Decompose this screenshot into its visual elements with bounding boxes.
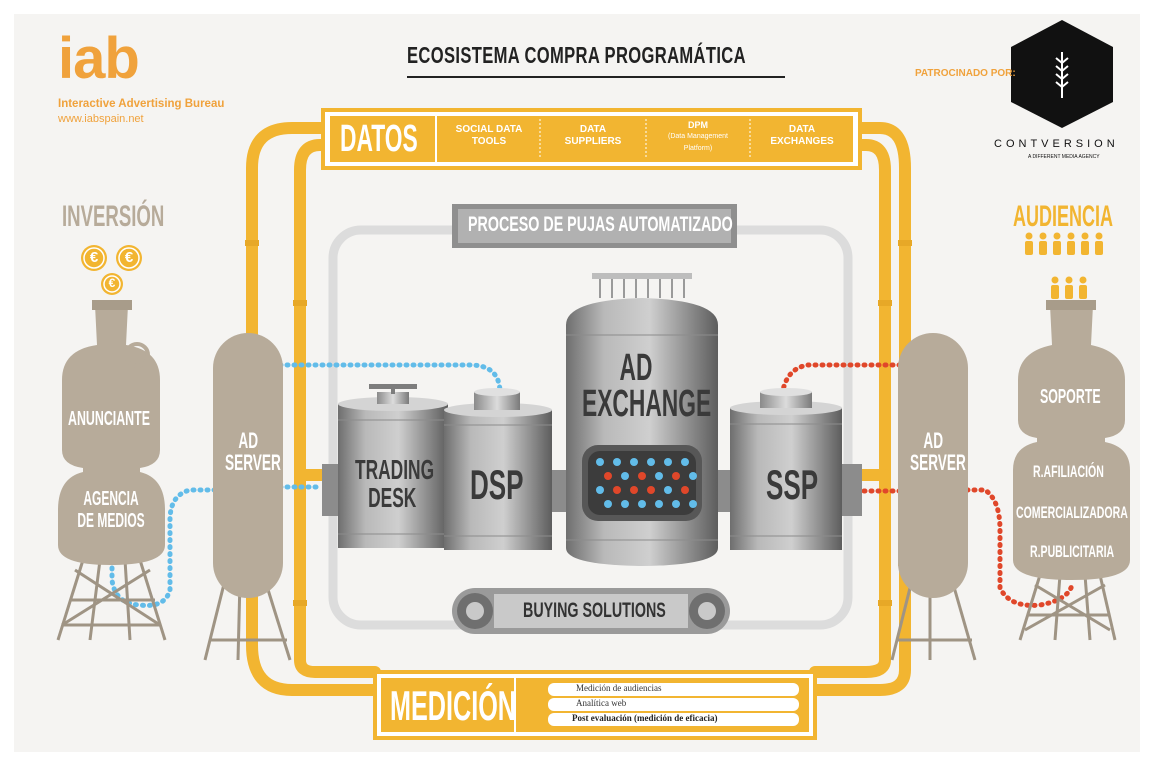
- dsp-label: DSP: [470, 461, 524, 508]
- audience-people-icons: [1025, 232, 1103, 299]
- medicion-item-audiencias: Medición de audiencias: [576, 683, 662, 693]
- proceso-label: PROCESO DE PUJAS AUTOMATIZADO: [468, 213, 733, 236]
- euro-coin-1: €: [89, 249, 99, 266]
- iab-url[interactable]: www.iabspain.net: [58, 113, 144, 125]
- sponsor-name: CONTVERSION: [994, 138, 1119, 150]
- title-underline: [407, 76, 785, 78]
- ssp-label: SSP: [766, 461, 819, 508]
- dsp-tank: [444, 388, 552, 550]
- euro-coin-2: €: [124, 249, 134, 266]
- inversion-label: INVERSIÓN: [62, 200, 165, 233]
- blue-flow-lines: [109, 362, 503, 608]
- right-adserver-tank: [890, 333, 977, 661]
- sponsor-tagline: A DIFFERENT MEDIA AGENCY: [1028, 154, 1100, 160]
- medicion-item-post-evaluacion: Post evaluación (medición de eficacia): [572, 713, 718, 723]
- medicion-label: MEDICIÓN: [390, 682, 516, 729]
- soporte-label: SOPORTE: [1040, 386, 1101, 408]
- iab-logo: iab: [58, 26, 140, 91]
- contversion-logo: [1011, 20, 1113, 128]
- red-flow-lines: [780, 362, 1075, 608]
- audiencia-tank: [1013, 300, 1130, 641]
- comercializadora-label: COMERCIALIZADORA: [1016, 503, 1128, 522]
- inversion-tank: [56, 300, 167, 641]
- sponsor-label: PATROCINADO POR:: [915, 68, 1016, 79]
- r-publicitaria-label: R.PUBLICITARIA: [1030, 542, 1115, 561]
- medicion-item-analitica: Analítica web: [576, 698, 627, 708]
- trading-desk-tank: [338, 384, 448, 548]
- r-afiliacion-label: R.AFILIACIÓN: [1033, 462, 1104, 481]
- left-adserver-tank: [203, 333, 292, 661]
- euro-coin-3: €: [108, 276, 116, 290]
- buying-solutions-label: BUYING SOLUTIONS: [523, 599, 666, 622]
- page-title: ECOSISTEMA COMPRA PROGRAMÁTICA: [407, 42, 746, 68]
- audiencia-label: AUDIENCIA: [1013, 200, 1114, 233]
- iab-full-name: Interactive Advertising Bureau: [58, 98, 225, 110]
- ad-exchange-tank: [566, 273, 718, 566]
- anunciante-label: ANUNCIANTE: [68, 408, 150, 430]
- ssp-tank: [730, 388, 842, 550]
- datos-label: DATOS: [340, 118, 418, 160]
